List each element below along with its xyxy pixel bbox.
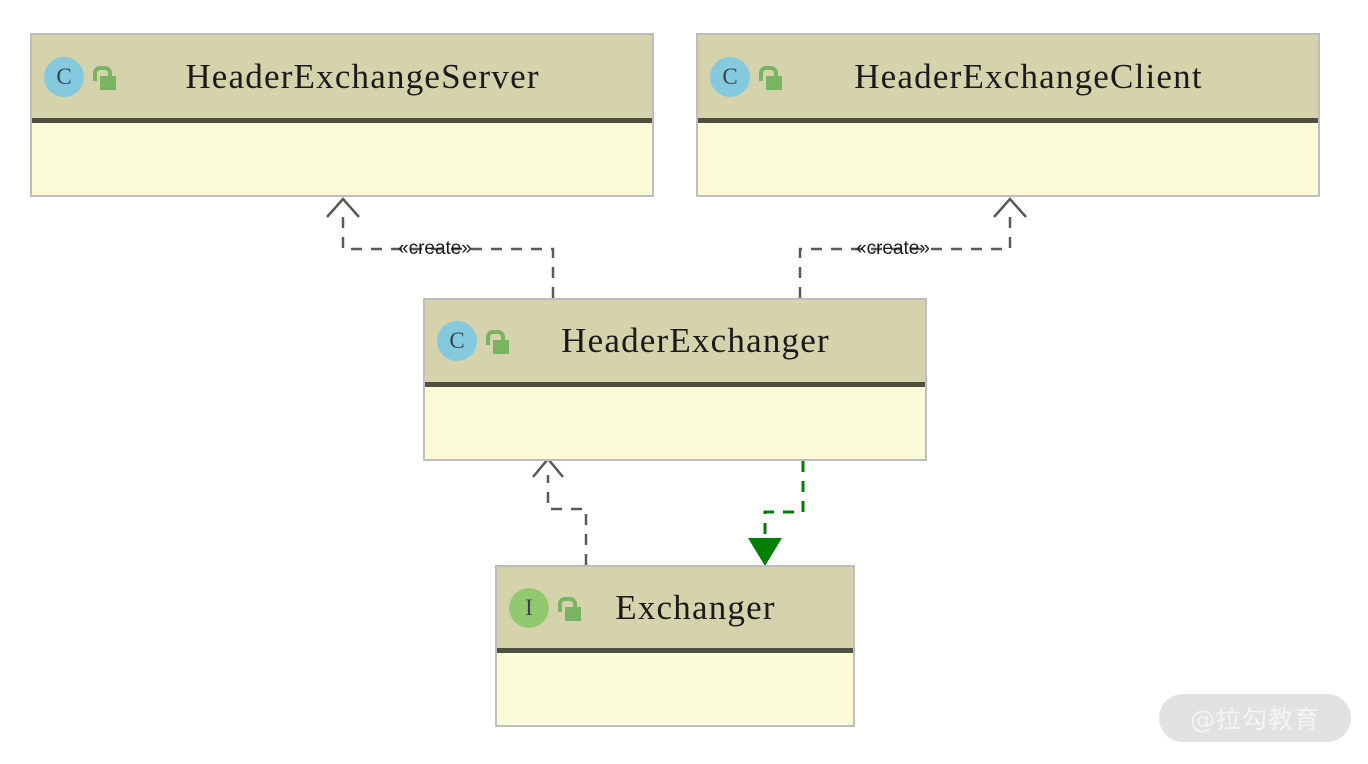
interface-box-exchanger[interactable]: I Exchanger [495,565,855,727]
interface-box-header: I Exchanger [497,567,853,653]
class-box-header: C HeaderExchanger [425,300,925,387]
class-box-header: C HeaderExchangeServer [32,35,652,123]
interface-name-label: Exchanger [615,587,776,627]
class-badge-icon: C [710,56,750,97]
class-name-label: HeaderExchanger [561,321,830,360]
interface-badge-icon: I [509,587,549,628]
class-box-header-exchange-client[interactable]: C HeaderExchangeClient [696,33,1320,197]
class-box-members [425,387,925,458]
interface-box-members [497,653,853,724]
unlocked-padlock-icon [484,326,510,356]
unlocked-padlock-icon [757,62,783,92]
class-box-members [698,123,1318,194]
watermark: @拉勾教育 [1159,694,1351,742]
unlocked-padlock-icon [91,62,117,92]
class-box-header-exchange-server[interactable]: C HeaderExchangeServer [30,33,654,197]
class-name-label: HeaderExchangeClient [854,56,1203,96]
class-badge-icon: C [437,321,477,361]
class-box-header-exchanger[interactable]: C HeaderExchanger [423,298,927,461]
edge-label-create-server: «create» [398,238,472,259]
class-box-members [32,123,652,194]
class-badge-icon: C [44,56,84,97]
edge-header-exchanger-implements-exchanger [748,461,805,566]
edge-label-create-client: «create» [856,238,930,259]
class-box-header: C HeaderExchangeClient [698,35,1318,123]
unlocked-padlock-icon [556,593,582,623]
edge-exchanger-to-header-exchanger [532,457,588,565]
class-name-label: HeaderExchangeServer [185,56,540,96]
watermark-text: @拉勾教育 [1189,705,1320,734]
